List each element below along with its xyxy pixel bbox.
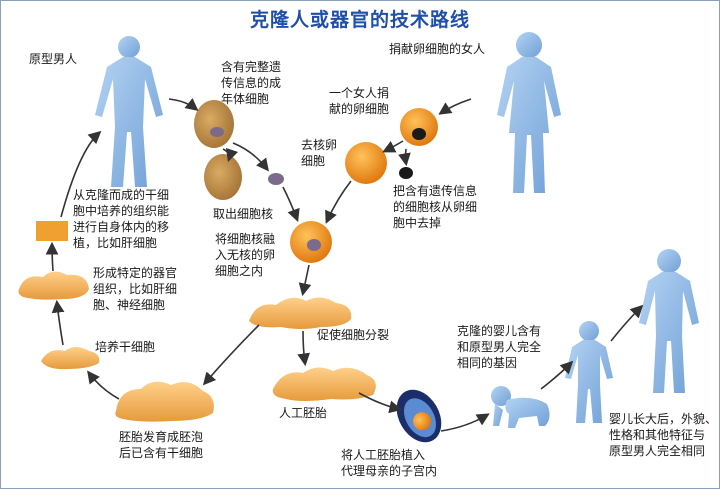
original-man-figure: [95, 36, 163, 187]
extracted-nucleus: [268, 173, 284, 185]
arrow-cell-split-left: [222, 147, 239, 163]
fused-egg-cell: [290, 221, 332, 263]
arrow-culture-to-organ: [51, 299, 65, 346]
arrow-uterus-to-baby: [440, 413, 490, 432]
arrow-liver-to-man: [60, 130, 102, 218]
label-specific-organ: 形成特定的器官组织，比如肝细胞、神经细胞: [93, 266, 178, 312]
label-donor-woman: 捐献卵细胞的女人: [389, 42, 486, 56]
arrow-baby-to-child: [540, 360, 574, 390]
adult-cell-nucleus-removed: [204, 154, 242, 200]
label-extract-nucleus: 取出细胞核: [213, 207, 274, 221]
label-adult-cell: 含有完整遗传信息的成年体细胞: [221, 60, 282, 106]
label-blastocyst: 胚胎发育成胚泡后已含有干细胞: [119, 430, 204, 460]
donor-woman-figure: [497, 32, 561, 193]
blastocyst-blob: [115, 381, 214, 422]
diagram-title: 克隆人或器官的技术路线: [249, 9, 470, 31]
arrow-egg-to-nucleus: [398, 148, 411, 167]
label-grown-up: 婴儿长大后，外貌、性格和其他特征与原型男人完全相同: [609, 412, 718, 458]
artificial-embryo-blob: [272, 367, 376, 401]
arrow-child-to-man: [610, 304, 644, 342]
arrow-organ-to-liver: [45, 241, 59, 272]
child-figure: [565, 321, 613, 423]
liver-tissue-square: [36, 221, 68, 241]
label-promote-division: 促使细胞分裂: [317, 328, 390, 342]
grown-man-figure: [639, 249, 699, 393]
label-culture-stem: 培养干细胞: [95, 340, 156, 354]
arrow-nucleus-to-egg: [282, 186, 300, 222]
arrow-man-to-cell: [168, 98, 199, 111]
label-original-man: 原型男人: [29, 52, 78, 66]
donated-egg-cell: [400, 108, 438, 146]
label-egg-cell: 一个女人捐献的卵细胞: [329, 86, 390, 116]
arrow-dividing-to-blastocyst: [202, 324, 260, 386]
arrow-dividing-to-embryo: [297, 330, 310, 367]
arrow-woman-to-egg: [438, 98, 472, 115]
arrow-egg-to-enucleated: [382, 140, 404, 153]
label-cloned-baby: 克隆的婴儿含有和原型男人完全相同的基因: [457, 324, 542, 370]
arrow-enucleated-to-fused: [325, 180, 352, 224]
label-enucleated-egg: 去核卵细胞: [301, 138, 338, 168]
arrow-embryo-to-uterus: [358, 392, 403, 414]
label-fuse-nucleus: 将细胞核融入无核的卵细胞之内: [215, 232, 276, 278]
label-implant: 将人工胚胎植入代理母亲的子宫内: [341, 448, 438, 478]
arrow-fused-to-dividing: [298, 264, 312, 297]
arrow-blastocyst-to-culture: [87, 370, 120, 400]
adult-body-cell: [194, 100, 234, 148]
enucleated-egg-cell: [345, 142, 387, 184]
arrow-cell-split-right: [232, 142, 269, 172]
label-artificial-embryo: 人工胚胎: [279, 406, 328, 420]
crawling-baby-figure: [491, 386, 550, 428]
organ-tissue: [18, 271, 89, 300]
label-remove-nucleus: 把含有遗传信息的细胞核从卵细胞中去掉: [393, 184, 478, 230]
dividing-cells: [249, 297, 352, 329]
surrogate-uterus: [396, 389, 442, 443]
label-transplant: 从克隆而成的干细胞中培养的组织能进行自身体内的移植，比如肝细胞: [73, 188, 170, 250]
stem-cell-culture: [41, 347, 100, 370]
removed-nucleus: [399, 167, 413, 179]
